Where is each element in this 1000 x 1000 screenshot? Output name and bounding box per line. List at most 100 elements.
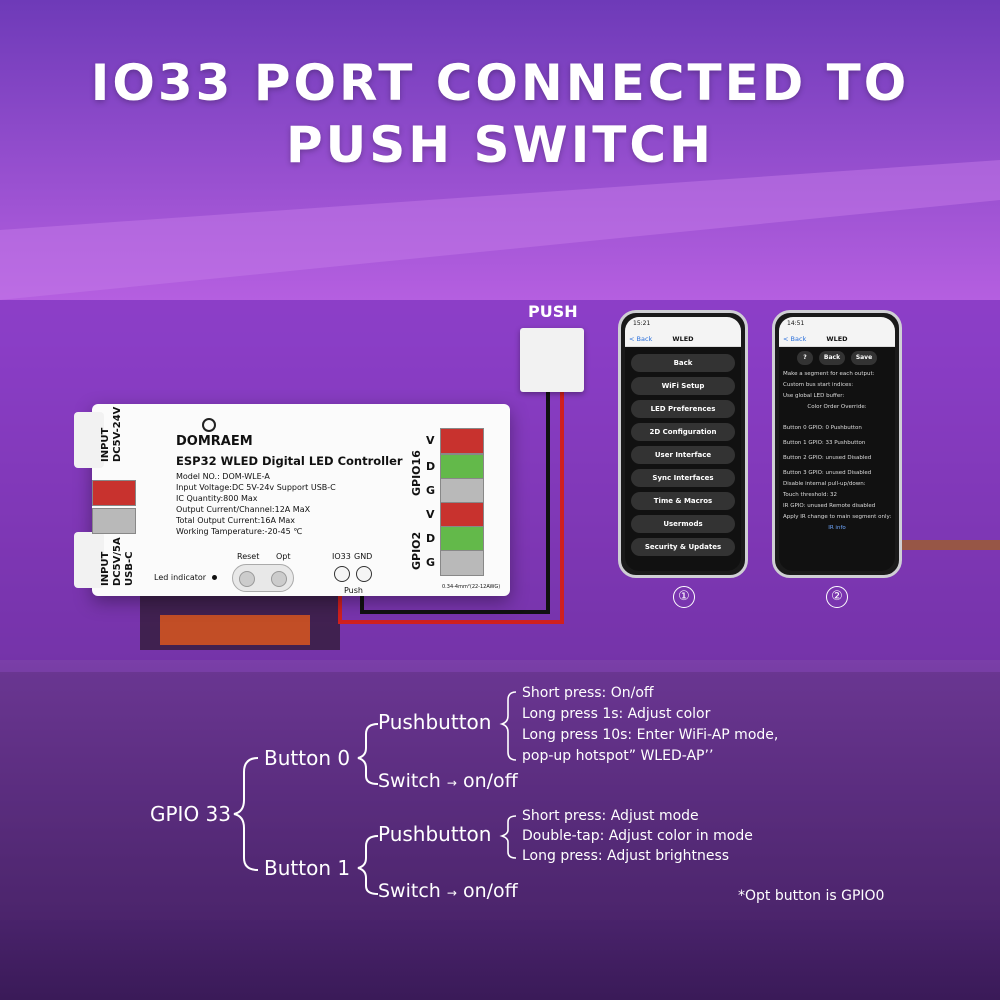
gpio16-terminal-g <box>440 478 484 504</box>
phone-2-number: ② <box>826 586 848 608</box>
led-indicator-dot <box>212 575 217 580</box>
menu-usermods[interactable]: Usermods <box>631 515 735 533</box>
back-link[interactable]: < Back <box>629 335 653 343</box>
button2-gpio-row[interactable]: Button 2 GPIO: unused Disabled <box>783 455 872 461</box>
pin-v-2: V <box>426 508 435 521</box>
config-row: Touch threshold: 32 <box>783 492 838 498</box>
back-button[interactable]: Back <box>819 351 845 365</box>
b1-item: Long press: Adjust brightness <box>522 848 730 864</box>
b1-item: Short press: Adjust mode <box>522 808 699 824</box>
b0-item: Long press 1s: Adjust color <box>522 706 711 722</box>
phone-1: 15:21 < Back WLED Back WiFi Setup LED Pr… <box>618 310 748 578</box>
gpio2-terminal-v <box>440 502 484 528</box>
b1-item: Double-tap: Adjust color in mode <box>522 828 753 844</box>
app-title: WLED <box>672 335 694 343</box>
model-title: ESP32 WLED Digital LED Controller <box>176 454 403 468</box>
reset-label: Reset <box>237 552 260 561</box>
button0-switch-row: Switch → on/off <box>378 770 518 792</box>
opt-button[interactable] <box>271 571 287 587</box>
pin-d-1: D <box>426 460 436 473</box>
spec-line: Total Output Current:16A Max <box>176 516 296 525</box>
button0-label: Button 0 <box>264 746 351 770</box>
phone-2-screen: 14:51 < Back WLED ? Back Save Make a seg… <box>779 317 895 571</box>
switch-label: Switch <box>378 880 441 902</box>
menu-led-preferences[interactable]: LED Preferences <box>631 400 735 418</box>
b0-item: Long press 10s: Enter WiFi-AP mode, <box>522 727 779 743</box>
button0-pushbutton-label: Pushbutton <box>378 710 492 734</box>
config-row: Use global LED buffer: <box>783 393 845 399</box>
config-row: Custom bus start indices: <box>783 382 854 388</box>
menu-sync-interfaces[interactable]: Sync Interfaces <box>631 469 735 487</box>
arrow-right-icon: → <box>446 776 457 790</box>
spec-line: Output Current/Channel:12A MaX <box>176 505 311 514</box>
gpio2-terminal-d <box>440 526 484 552</box>
switch-label: Switch <box>378 770 441 792</box>
pin-d-2: D <box>426 532 436 545</box>
button1-gpio-row[interactable]: Button 1 GPIO: 33 Pushbutton <box>783 440 866 446</box>
menu-wifi-setup[interactable]: WiFi Setup <box>631 377 735 395</box>
gpio16-terminal-v <box>440 428 484 454</box>
push-switch[interactable] <box>520 328 584 392</box>
title-line-2: PUSH SWITCH <box>286 116 714 174</box>
usb-input-terminal <box>74 532 104 588</box>
io33-screw-terminal <box>334 566 350 582</box>
pin-g-1: G <box>426 484 436 497</box>
app-bar: < Back WLED <box>625 331 741 347</box>
button3-gpio-row[interactable]: Button 3 GPIO: unused Disabled <box>783 470 872 476</box>
power-terminal-minus <box>92 508 136 534</box>
menu-user-interface[interactable]: User Interface <box>631 446 735 464</box>
spec-line: IC Quantity:800 Max <box>176 494 258 503</box>
footnote: *Opt button is GPIO0 <box>738 888 885 904</box>
ir-info-link[interactable]: IR info <box>828 525 846 531</box>
menu-security-updates[interactable]: Security & Updates <box>631 538 735 556</box>
button-pair <box>232 564 294 592</box>
save-button[interactable]: Save <box>851 351 877 365</box>
page-title: IO33 PORT CONNECTED TO PUSH SWITCH <box>0 52 1000 176</box>
phone-2: 14:51 < Back WLED ? Back Save Make a seg… <box>772 310 902 578</box>
pin-g-2: G <box>426 556 436 569</box>
io33-label: IO33 <box>332 552 351 561</box>
push-label: PUSH <box>528 302 578 321</box>
title-line-1: IO33 PORT CONNECTED TO <box>90 54 910 112</box>
button1-label: Button 1 <box>264 856 351 880</box>
reset-button[interactable] <box>239 571 255 587</box>
gpio2-label: GPIO2 <box>410 531 423 570</box>
button1-switch-row: Switch → on/off <box>378 880 518 902</box>
menu-time-macros[interactable]: Time & Macros <box>631 492 735 510</box>
pin-v-1: V <box>426 434 435 447</box>
back-link[interactable]: < Back <box>783 335 807 343</box>
phone-1-number: ① <box>673 586 695 608</box>
menu-2d-configuration[interactable]: 2D Configuration <box>631 423 735 441</box>
help-button[interactable]: ? <box>797 351 813 365</box>
led-indicator-label: Led indicator <box>154 573 207 582</box>
opt-label: Opt <box>276 552 291 561</box>
push-terminal-label: Push <box>344 586 363 595</box>
brand-logo-icon <box>202 418 216 432</box>
power-terminal-plus <box>92 480 136 506</box>
power-input-terminal <box>74 412 104 468</box>
status-time: 15:21 <box>625 317 741 331</box>
gnd-label: GND <box>354 552 373 561</box>
config-row: Apply IR change to main segment only: <box>783 514 892 520</box>
b0-item: pop-up hotspot” WLED-AP’’ <box>522 748 714 764</box>
onoff-label: on/off <box>462 880 518 902</box>
menu-back[interactable]: Back <box>631 354 735 372</box>
gnd-screw-terminal <box>356 566 372 582</box>
phone-1-screen: 15:21 < Back WLED Back WiFi Setup LED Pr… <box>625 317 741 571</box>
b0-item: Short press: On/off <box>522 685 654 701</box>
gpio33-label: GPIO 33 <box>150 802 232 826</box>
button1-pushbutton-label: Pushbutton <box>378 822 492 846</box>
arrow-right-icon: → <box>446 886 457 900</box>
button0-gpio-row[interactable]: Button 0 GPIO: 0 Pushbutton <box>783 425 862 431</box>
config-row: IR GPIO: unused Remote disabled <box>783 503 876 509</box>
gpio16-label: GPIO16 <box>410 450 423 496</box>
brand-name: DOMRAEM <box>176 434 253 449</box>
app-title: WLED <box>826 335 848 343</box>
status-time: 14:51 <box>779 317 895 331</box>
spec-line: Model NO.: DOM-WLE-A <box>176 472 270 481</box>
config-row: Disable internal pull-up/down: <box>783 481 866 487</box>
gpio2-terminal-g <box>440 550 484 576</box>
